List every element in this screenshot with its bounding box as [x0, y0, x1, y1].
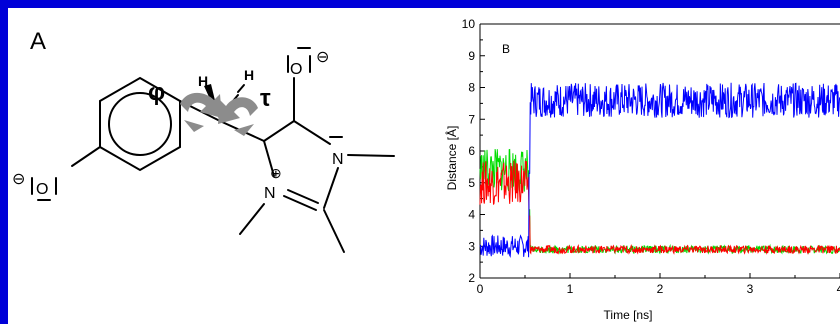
- hash-4: [237, 84, 245, 93]
- plot-area: 2 3 4 5 6 7 8 9 10 0 1 2 3 4: [462, 17, 840, 296]
- y-tick-label-8: 8: [468, 81, 475, 95]
- charge-minus-left: ⊖: [12, 171, 25, 188]
- figure-content: A: [8, 8, 840, 324]
- x-tick-label-1: 1: [567, 282, 574, 296]
- tau-arrow-tail: [234, 124, 254, 136]
- panel-a-label: A: [30, 28, 47, 55]
- molecule-structure: H H O ⊖ N N ⊕ O ⊖ φ τ: [12, 47, 395, 253]
- bond-c2-n3-double: [287, 189, 319, 204]
- bond-n1-methyl: [347, 154, 395, 157]
- angle-tau: τ: [260, 85, 271, 112]
- bond-c5-n1: [293, 120, 331, 145]
- charge-plus: ⊕: [270, 165, 282, 181]
- phi-arrow-tail: [184, 120, 204, 132]
- atom-h-left: H: [198, 73, 208, 89]
- charge-minus-top: ⊖: [316, 49, 329, 66]
- aromatic-circle: [108, 92, 172, 156]
- series-line-2: [479, 148, 840, 255]
- bond-n3-methyl: [239, 203, 265, 235]
- x-tick-label-3: 3: [747, 282, 754, 296]
- x-tick-label-0: 0: [477, 282, 484, 296]
- atom-n-top: N: [332, 151, 344, 168]
- series-line-1: [479, 160, 840, 255]
- y-tick-label-9: 9: [468, 49, 475, 63]
- bond-n1-c2: [323, 167, 339, 209]
- bond-n3-c4: [263, 140, 275, 177]
- atom-o-left: O: [36, 181, 48, 198]
- x-tick-label-4: 4: [837, 282, 840, 296]
- y-axis-label: Distance [Å]: [444, 126, 459, 191]
- y-tick-label-10: 10: [462, 17, 476, 31]
- y-tick-label-6: 6: [468, 144, 475, 158]
- y-tick-label-4: 4: [468, 208, 475, 222]
- bond-ring-o: [71, 146, 101, 167]
- bond-c2-n3: [283, 195, 317, 211]
- bond-c2-methyl: [323, 209, 345, 253]
- angle-phi: φ: [148, 79, 165, 106]
- bond-c4-c5: [263, 120, 295, 142]
- x-tick-label-2: 2: [657, 282, 664, 296]
- atom-o-top: O: [290, 61, 302, 78]
- y-tick-label-5: 5: [468, 176, 475, 190]
- y-tick-label-3: 3: [468, 239, 475, 253]
- series-line-0: [479, 82, 840, 259]
- panel-b-label: B: [502, 42, 510, 56]
- y-tick-label-2: 2: [468, 271, 475, 285]
- atom-h-right: H: [244, 67, 254, 83]
- distance-chart: 2 3 4 5 6 7 8 9 10 0 1 2 3 4 B Time [ns] Distance [Å]: [444, 17, 840, 322]
- atom-n-bottom: N: [264, 185, 276, 202]
- y-tick-label-7: 7: [468, 112, 475, 126]
- tau-rotation-arrow: [218, 97, 258, 124]
- phi-rotation-arrow: [180, 92, 222, 118]
- x-axis-label: Time [ns]: [604, 308, 653, 322]
